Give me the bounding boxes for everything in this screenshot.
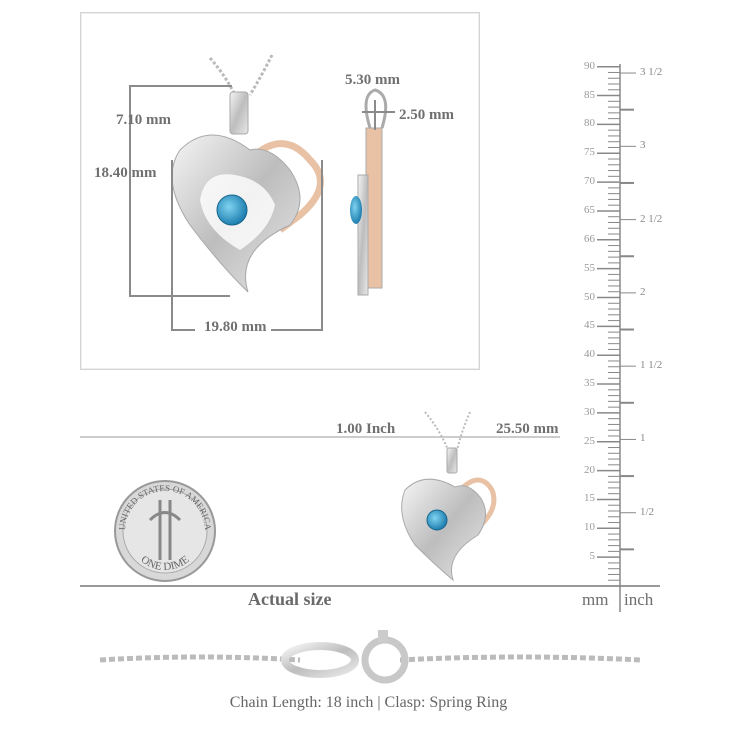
mm-label: 85 bbox=[584, 88, 595, 101]
dimension-lines bbox=[129, 85, 395, 331]
mm-label: 15 bbox=[584, 492, 595, 505]
inch-label: 3 1/2 bbox=[640, 66, 663, 79]
mm-label: 66 bbox=[584, 232, 595, 245]
coin-bottom-text: ONE DIME bbox=[139, 553, 192, 573]
mm-label: 80 bbox=[584, 117, 595, 130]
bail-opening-label: 2.50 mm bbox=[399, 107, 454, 123]
mm-label: 10 bbox=[584, 521, 595, 534]
dime-coin: UNITED STATES OF AMERICA ONE DIME bbox=[114, 480, 216, 582]
pendant-height-label: 18.40 mm bbox=[94, 165, 157, 181]
svg-text:ONE DIME: ONE DIME bbox=[139, 553, 192, 573]
mm-label: 70 bbox=[584, 175, 595, 188]
mm-label: 90 bbox=[584, 59, 595, 72]
actual-size-label: Actual size bbox=[248, 589, 332, 609]
scale-inch-label: 1.00 Inch bbox=[336, 421, 396, 437]
chain-clasp bbox=[99, 630, 641, 684]
mm-label: 55 bbox=[584, 261, 595, 274]
side-depth-label: 5.30 mm bbox=[345, 72, 400, 88]
mm-label: 40 bbox=[584, 348, 595, 361]
mm-label: 25 bbox=[584, 434, 595, 447]
mm-label: 5 bbox=[589, 550, 596, 563]
pendant-actual-size bbox=[401, 411, 497, 582]
mm-label: 30 bbox=[584, 405, 595, 418]
inch-label: 1 bbox=[640, 432, 646, 445]
mm-label: 50 bbox=[584, 290, 595, 303]
inch-label: 1 1/2 bbox=[640, 359, 663, 372]
inch-label: 2 bbox=[640, 285, 646, 298]
pendant-front-large bbox=[171, 54, 324, 293]
pendant-side-view bbox=[350, 88, 388, 296]
ruler-mm-unit: mm bbox=[582, 590, 609, 609]
ruler bbox=[597, 64, 636, 612]
mm-label: 45 bbox=[584, 319, 595, 332]
ruler-inch-unit: inch bbox=[624, 590, 654, 609]
inch-label: 3 bbox=[640, 139, 646, 152]
inch-label: 1/2 bbox=[640, 505, 655, 518]
mm-label: 20 bbox=[584, 463, 595, 476]
mm-label: 75 bbox=[584, 146, 595, 159]
inch-label: 2 1/2 bbox=[640, 212, 663, 225]
pendant-width-label: 19.80 mm bbox=[200, 319, 271, 336]
mm-label: 65 bbox=[584, 203, 595, 216]
mm-label: 35 bbox=[584, 377, 595, 390]
bail-height-label: 7.10 mm bbox=[116, 112, 171, 128]
caption: Chain Length: 18 inch | Clasp: Spring Ri… bbox=[229, 694, 508, 711]
scale-mm-label: 25.50 mm bbox=[496, 421, 559, 437]
